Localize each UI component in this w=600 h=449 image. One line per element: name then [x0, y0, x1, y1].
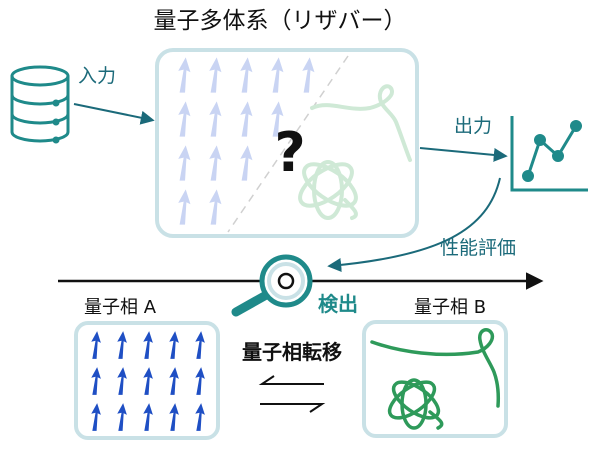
magnifier-icon	[231, 254, 313, 317]
input-arrow	[73, 103, 155, 125]
evaluation-arrow	[327, 177, 501, 272]
phase-b-label: 量子相 B	[414, 297, 486, 318]
output-label: 出力	[454, 115, 492, 137]
unknown-mark: ?	[274, 121, 305, 184]
reservoir-divider	[227, 55, 349, 233]
phase-b-box	[362, 320, 508, 438]
database-icon	[10, 65, 70, 144]
faded-knot-icon	[298, 84, 412, 220]
output-arrow	[419, 147, 508, 162]
title: 量子多体系（リザバー）	[154, 8, 407, 34]
reversible-arrows	[258, 375, 326, 413]
knot-icon	[370, 328, 500, 430]
phase-a-label: 量子相 A	[84, 297, 157, 318]
evaluation-label: 性能評価	[440, 237, 516, 259]
detection-label: 検出	[318, 292, 358, 316]
input-label: 入力	[78, 65, 116, 87]
line-chart-icon	[510, 116, 588, 192]
transition-label: 量子相転移	[242, 340, 342, 364]
